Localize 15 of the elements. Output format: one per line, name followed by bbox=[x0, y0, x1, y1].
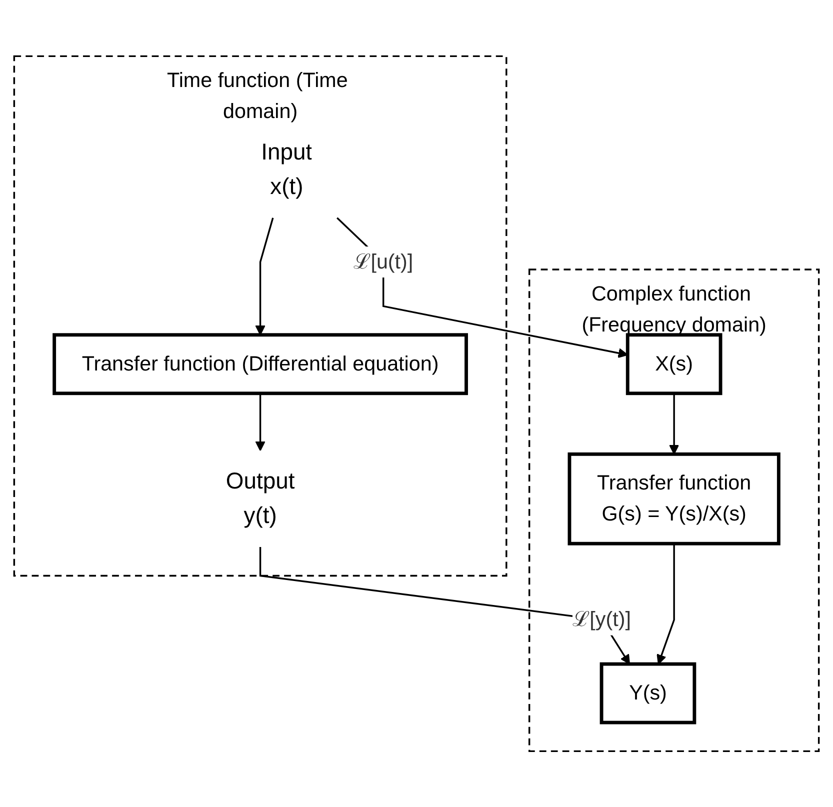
node-box: X(s) bbox=[626, 332, 722, 395]
node-box: Transfer function (Differential equation) bbox=[52, 332, 468, 395]
node-text: x(t) bbox=[270, 174, 304, 200]
edge-label: ℒ[u(t)] bbox=[354, 250, 414, 273]
arrow bbox=[255, 393, 266, 451]
arrow bbox=[669, 393, 680, 454]
arrow bbox=[656, 543, 675, 664]
edge-label: ℒ[y(t)] bbox=[572, 608, 631, 631]
node-text: y(t) bbox=[244, 503, 277, 529]
arrow bbox=[255, 217, 274, 336]
node-box: Y(s) bbox=[600, 662, 696, 724]
node-label: Output bbox=[226, 468, 295, 494]
node-label: Input bbox=[261, 140, 312, 165]
node-box: Transfer function G(s) = Y(s)/X(s) bbox=[568, 452, 780, 546]
arrow bbox=[336, 217, 628, 358]
